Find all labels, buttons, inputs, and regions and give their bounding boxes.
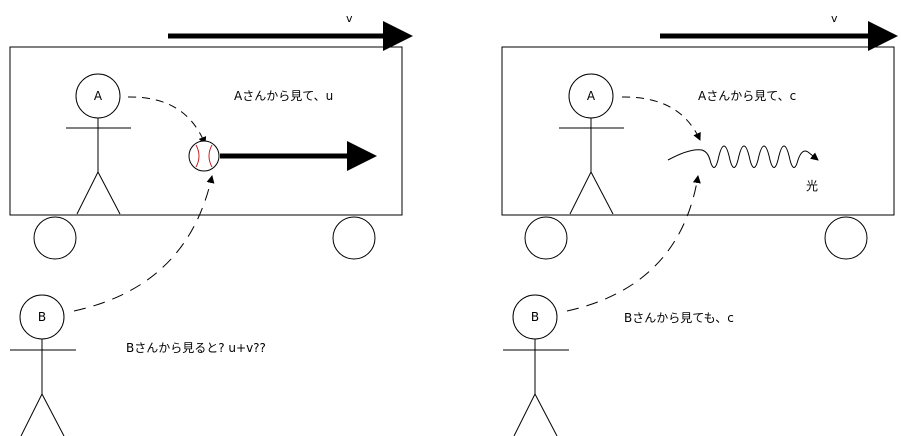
ball xyxy=(188,140,220,172)
right-panel: v A 光 Aさんから見て、c B xyxy=(501,12,898,436)
caption-a: Aさんから見て、u xyxy=(234,89,333,103)
velocity-label: v xyxy=(346,12,353,25)
person-a-label: A xyxy=(587,89,596,103)
person-b: B xyxy=(10,294,76,436)
caption-b: Bさんから見ると? u+v?? xyxy=(126,341,266,355)
velocity-label: v xyxy=(831,12,838,25)
observation-line-a xyxy=(621,96,701,141)
person-b-label: B xyxy=(531,310,539,324)
train-wheel-left xyxy=(524,216,568,260)
observation-line-b xyxy=(566,175,701,312)
train-car xyxy=(9,46,403,216)
left-panel: v A Aさんから見て、u B xyxy=(9,12,413,436)
person-b-label: B xyxy=(38,310,46,324)
train-car xyxy=(501,46,895,216)
caption-b: Bさんから見ても、c xyxy=(624,311,734,325)
light-wave xyxy=(667,145,819,168)
caption-a: Aさんから見て、c xyxy=(698,89,796,103)
observation-line-b xyxy=(73,175,215,312)
person-a: A xyxy=(559,73,624,215)
train-wheel-right xyxy=(332,216,376,260)
train-wheel-right xyxy=(824,216,868,260)
light-label: 光 xyxy=(806,179,818,193)
person-a-label: A xyxy=(94,89,103,103)
observation-line-a xyxy=(127,96,207,145)
train-wheel-left xyxy=(33,216,77,260)
person-a: A xyxy=(66,73,131,215)
person-b: B xyxy=(503,294,569,436)
